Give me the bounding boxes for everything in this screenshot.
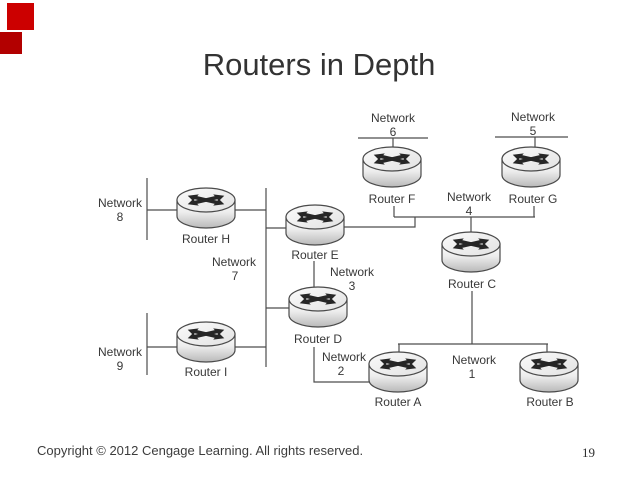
network-5-name: Network [511,110,556,124]
copyright-text: Copyright © 2012 Cengage Learning. All r… [37,443,364,458]
network-6-name: Network [371,111,416,125]
router-a-icon [368,351,428,393]
router-a-label: Router A [375,395,422,409]
router-i-label: Router I [185,365,228,379]
network-1-number: 1 [469,367,476,381]
slide-title: Routers in Depth [202,47,436,82]
network-4-name: Network [447,190,492,204]
network-2-name: Network [322,350,367,364]
router-e-icon [285,204,345,246]
diagram-links [146,136,568,383]
network-labels: Network 1 Network 2 Network 3 Network 4 … [98,110,556,381]
router-c-label: Router C [448,277,496,291]
network-3-number: 3 [349,279,356,293]
network-7-name: Network [212,255,257,269]
network-9-number: 9 [117,359,124,373]
router-c-icon [441,231,501,273]
network-1-name: Network [452,353,497,367]
router-h-label: Router H [182,232,230,246]
network-3-name: Network [330,265,375,279]
network-6-number: 6 [390,125,397,139]
network-2-number: 2 [338,364,345,378]
router-b-label: Router B [526,395,573,409]
router-d-icon [288,286,348,328]
link-routerD-net2-routerA [313,347,369,383]
router-labels: Router A Router B Router C Router D Rout… [182,192,574,409]
network-8-number: 8 [117,210,124,224]
router-b-icon [519,351,579,393]
red-accent-square-top [7,3,34,30]
network-8-name: Network [98,196,143,210]
network-4-number: 4 [466,204,473,218]
router-g-icon [501,146,561,188]
router-f-label: Router F [369,192,416,206]
link-routerE-net4 [344,217,416,228]
network-7-number: 7 [232,269,239,283]
network-5-number: 5 [530,124,537,138]
router-d-label: Router D [294,332,342,346]
router-h-icon [176,187,236,229]
page-number: 19 [582,445,595,460]
router-g-label: Router G [509,192,558,206]
router-i-icon [176,321,236,363]
red-accent-square-bottom [0,32,22,54]
router-e-label: Router E [291,248,338,262]
network-9-name: Network [98,345,143,359]
router-f-icon [362,146,422,188]
